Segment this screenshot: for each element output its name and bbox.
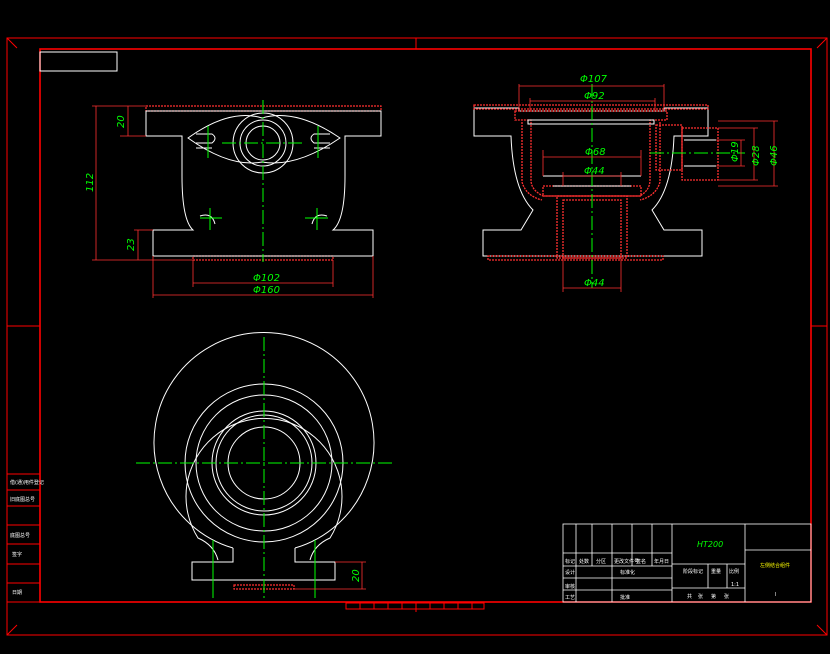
row-label-design: 设计 [565,569,575,576]
row-label-review: 审核 [565,583,575,590]
header-cell: 标记 [565,558,575,565]
section-centerlines [591,84,745,288]
header-cell: 签名 [636,558,646,565]
side-label: 借(通)用件登记 [10,479,44,486]
stage-label: 阶段标记 [683,568,703,575]
top-dim-lines [294,561,366,590]
corner-mark [6,37,18,49]
side-label: 底图总号 [10,532,30,539]
header-cell: 分区 [596,558,606,565]
dim-diameter-44-bottom: Φ44 [584,278,605,289]
side-label: 签字 [12,551,22,558]
front-view: Φ102 Φ160 20 112 23 [85,100,382,298]
section-inner-lines [527,119,716,187]
side-label: 旧底图总号 [10,496,35,503]
material-label: HT200 [697,540,723,549]
dim-height-20: 20 [116,115,127,128]
slot-right [310,133,330,144]
corner-mark [816,624,828,636]
dim-diameter-19: Φ19 [730,141,741,162]
dim-diameter-44-top: Φ44 [584,166,605,177]
flange-boss [187,115,341,164]
bottom-ruler [345,602,485,610]
section-dim-lines [518,84,778,292]
ruler-ticks [359,603,473,609]
slot-left [196,133,216,144]
dim-diameter-107: Φ107 [580,74,608,85]
inner-border [39,48,812,603]
inner-profile [185,417,343,561]
section-view: Φ107 Φ92 Φ68 Φ44 Φ44 Φ19 Φ28 Φ46 [473,74,780,292]
dim-diameter-160: Φ160 [253,285,280,296]
footer-cell: 共 [687,593,692,600]
footer-cell: 张 [724,593,729,600]
scale-value: 1:1 [731,582,739,588]
dim-height-23: 23 [126,238,137,251]
part-name: 左侧结合组件 [760,562,790,569]
section-outline [473,107,709,257]
dim-diameter-92: Φ92 [584,91,605,102]
corner-mark [6,624,18,636]
weight-label: 重量 [711,568,721,575]
footer-cell: 第 [711,593,716,600]
top-view: 20 [136,331,393,598]
side-table: 借(通)用件登记 旧底图总号 底图总号 签字 日期 [6,473,44,603]
outer-border [6,37,828,636]
dimension-lines [92,105,374,298]
corner-mark [816,37,828,49]
title-block: 标记 处数 分区 更改文件号 签名 年月日 设计 标准化 审核 工艺 批准 HT… [562,523,812,603]
std-label: 标准化 [620,569,635,576]
row-label-process: 工艺 [565,595,575,601]
dim-diameter-102: Φ102 [253,273,280,284]
drawing-number-box [39,51,118,72]
ratio-label: 比例 [729,568,739,575]
approve-label: 批准 [620,594,630,601]
top-centerlines [136,337,393,598]
dim-diameter-68: Φ68 [585,147,606,158]
dim-height-20: 20 [351,569,362,582]
footer-cell: 张 [698,593,703,600]
sheet-mark: Ⅰ [775,592,776,598]
dim-diameter-46: Φ46 [769,145,780,166]
outer-arc [153,331,375,549]
side-label: 日期 [12,590,22,596]
header-cell: 处数 [579,558,589,565]
dim-diameter-28: Φ28 [751,145,762,166]
sheet-frame [6,37,828,636]
header-cell: 年月日 [654,558,669,565]
section-hatch [473,104,719,261]
centerlines [200,100,328,262]
header-cell: 更改文件号 [614,558,639,565]
dim-height-112: 112 [85,173,96,192]
